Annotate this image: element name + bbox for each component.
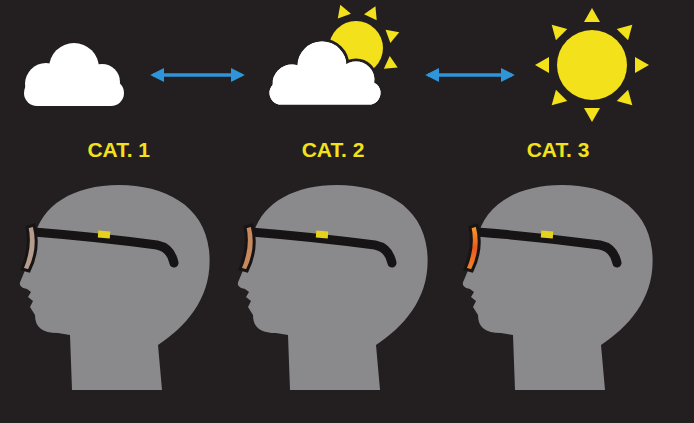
head-cat1 [20, 185, 210, 390]
sun-cloud-icon [268, 2, 402, 106]
head-cat3 [463, 185, 653, 390]
double-arrow [153, 73, 242, 77]
sun-icon [535, 8, 649, 122]
category-column: CAT. 2 [245, 5, 425, 170]
category-label: CAT. 2 [302, 138, 365, 162]
category-column: CAT. 3 [515, 5, 660, 170]
cloud-icon [24, 43, 124, 106]
category-label: CAT. 1 [87, 138, 150, 162]
head-cat2 [238, 185, 428, 390]
category-label: CAT. 3 [527, 138, 590, 162]
double-arrow [428, 73, 512, 77]
category-column: CAT. 1 [20, 30, 150, 170]
